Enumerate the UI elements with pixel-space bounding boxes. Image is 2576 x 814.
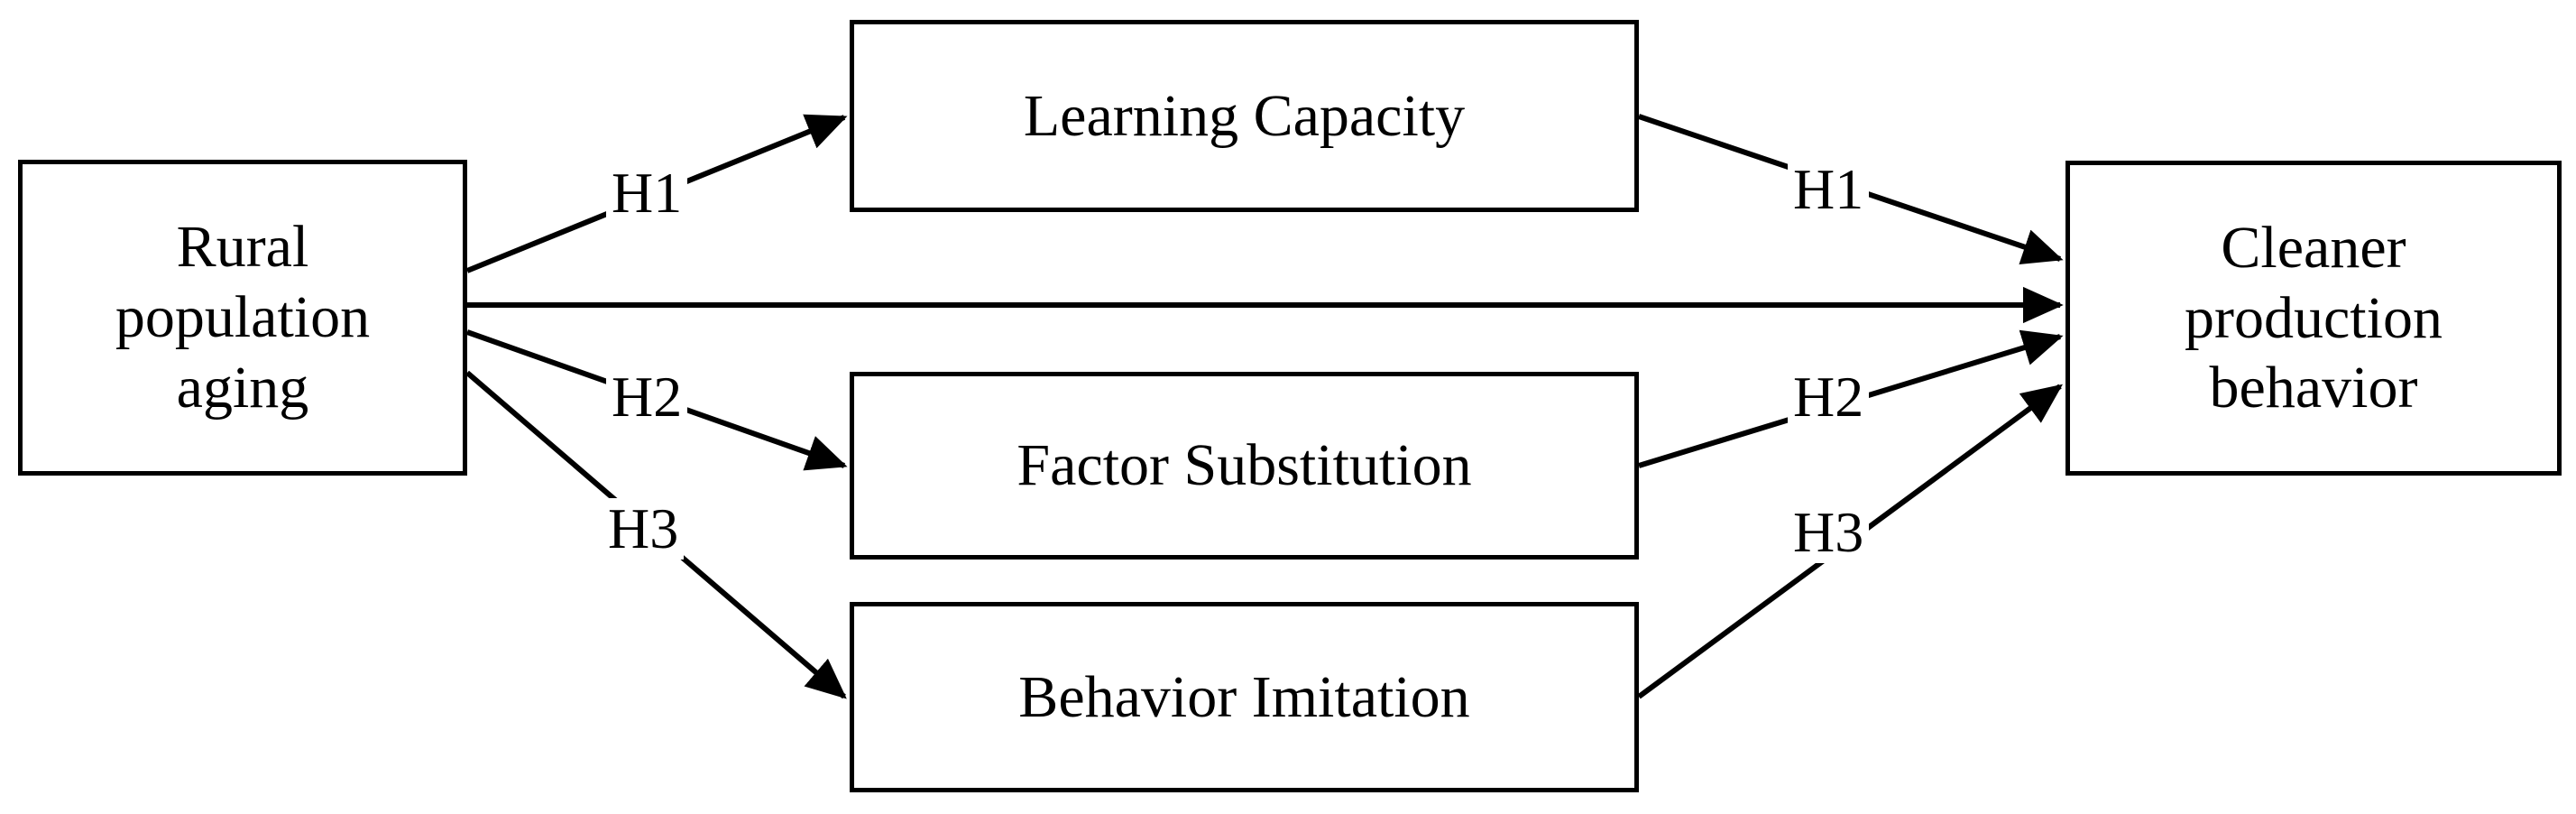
node-cleaner-production-behavior-label: Cleaner production behavior (2185, 214, 2443, 421)
node-factor-substitution-label: Factor Substitution (1017, 432, 1472, 499)
path-label-h3-right: H3 (1788, 502, 1870, 563)
node-learning-capacity-label: Learning Capacity (1023, 82, 1466, 149)
node-factor-substitution: Factor Substitution (850, 372, 1639, 560)
path-label-h3-left: H3 (603, 498, 685, 560)
path-label-h1-right: H1 (1788, 159, 1870, 220)
node-rural-population-aging: Rural population aging (18, 160, 467, 476)
path-label-h2-left: H2 (606, 366, 688, 428)
path-label-h2-right: H2 (1788, 366, 1870, 428)
node-cleaner-production-behavior: Cleaner production behavior (2065, 161, 2562, 476)
path-label-h1-left: H1 (606, 162, 688, 224)
node-behavior-imitation: Behavior Imitation (850, 602, 1639, 792)
node-rural-population-aging-label: Rural population aging (115, 214, 371, 421)
node-learning-capacity: Learning Capacity (850, 20, 1639, 212)
node-behavior-imitation-label: Behavior Imitation (1018, 663, 1470, 730)
